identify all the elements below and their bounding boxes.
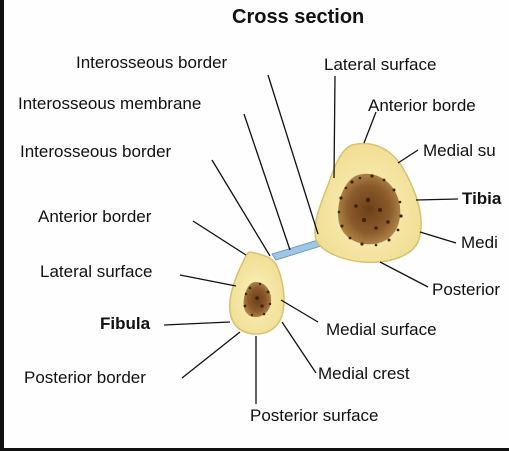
label-medial-surface-fibula: Medial surface — [326, 320, 437, 340]
label-anterior-border-fibula: Anterior border — [38, 207, 151, 227]
label-posterior-border-fibula: Posterior border — [24, 368, 146, 388]
leader-lateral-surface-fibula — [180, 275, 236, 286]
label-interosseous-border-top: Interosseous border — [76, 53, 227, 73]
label-medial-crest: Medial crest — [318, 364, 410, 384]
leader-anterior-border-fibula — [193, 221, 246, 255]
label-interosseous-membrane: Interosseous membrane — [18, 94, 201, 114]
leader-anterior-border-tibia — [364, 112, 376, 143]
leader-medial-crest — [282, 322, 316, 373]
leader-lateral-surface-tibia — [334, 76, 335, 178]
leader-fibula — [164, 322, 230, 325]
label-medial-surface-tibia: Medial su — [423, 141, 496, 161]
leader-posterior-tibia — [380, 262, 428, 287]
label-fibula: Fibula — [100, 314, 150, 334]
leader-medial-tibia-cut — [420, 232, 456, 243]
leader-medial-surface-fibula — [281, 300, 318, 322]
label-posterior-tibia: Posterior — [432, 280, 500, 300]
label-posterior-surface: Posterior surface — [250, 406, 379, 426]
label-lateral-surface-fibula: Lateral surface — [40, 262, 152, 282]
label-lateral-surface-tibia: Lateral surface — [324, 55, 436, 75]
leader-tibia — [416, 199, 458, 200]
interosseous-membrane-shape — [272, 240, 321, 260]
leader-interosseous-border-fibula — [212, 160, 270, 256]
leader-interosseous-membrane — [244, 114, 290, 250]
label-tibia: Tibia — [462, 189, 501, 209]
label-medial-tibia-cut: Medi — [461, 233, 498, 253]
leader-interosseous-border-top — [268, 75, 318, 234]
label-interosseous-border-fibula: Interosseous border — [20, 142, 171, 162]
leader-posterior-border-fibula — [182, 332, 240, 378]
leader-medial-surface-tibia — [398, 150, 418, 163]
label-anterior-border-tibia: Anterior borde — [368, 96, 476, 116]
